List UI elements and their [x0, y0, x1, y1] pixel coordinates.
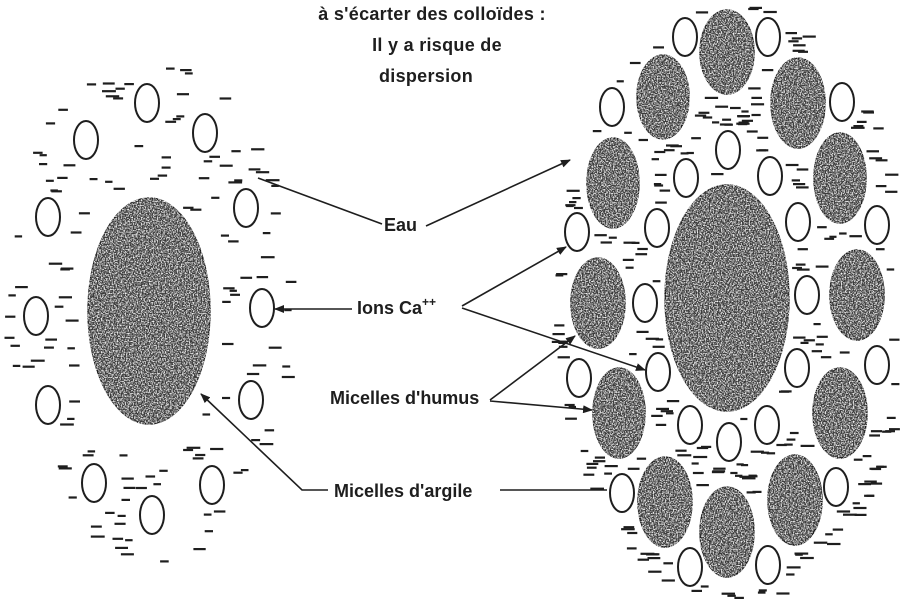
calcium-ion [36, 198, 60, 236]
calcium-ion [234, 189, 258, 227]
calcium-ion [755, 406, 779, 444]
leader-arrow-humus-upper [490, 336, 575, 400]
humus-micelle [830, 250, 884, 340]
leader-arrow-water-right [426, 160, 570, 226]
header-line-2: Il y a risque de [372, 35, 502, 55]
humus-micelle [571, 258, 625, 348]
calcium-ion [250, 289, 274, 327]
calcium-ion [795, 276, 819, 314]
calcium-ion [600, 88, 624, 126]
calcium-ion [756, 18, 780, 56]
humus-micelle [593, 368, 645, 458]
calcium-ion [239, 381, 263, 419]
calcium-ion [200, 466, 224, 504]
calcium-ion [865, 206, 889, 244]
calcium-ion [565, 213, 589, 251]
calcium-ion [678, 548, 702, 586]
calcium-ion [82, 464, 106, 502]
calcium-ion [673, 18, 697, 56]
calcium-ion [135, 84, 159, 122]
clay-micelle [665, 185, 789, 411]
calcium-ion [786, 203, 810, 241]
leader-line-water-left [258, 178, 382, 224]
labels: Eau Ions Ca++ Micelles d'humus Micelles … [330, 215, 479, 501]
calcium-ion [678, 406, 702, 444]
calcium-ion [645, 209, 669, 247]
label-calcium-charge: ++ [422, 295, 436, 309]
header-text: à s'écarter des colloïdes : Il y a risqu… [318, 4, 545, 86]
label-calcium-ions: Ions Ca++ [357, 295, 436, 318]
leader-arrow-ions-right-upper [462, 247, 566, 306]
calcium-ion [140, 496, 164, 534]
label-clay-micelles: Micelles d'argile [334, 481, 472, 501]
calcium-ion [610, 474, 634, 512]
humus-micelle [700, 487, 754, 577]
calcium-ion [785, 349, 809, 387]
calcium-ion [830, 83, 854, 121]
calcium-ion [36, 386, 60, 424]
calcium-ion [717, 423, 741, 461]
calcium-ion [74, 121, 98, 159]
calcium-ion [824, 468, 848, 506]
label-water: Eau [384, 215, 417, 235]
calcium-ion [674, 159, 698, 197]
clay-micelle [88, 198, 210, 424]
humus-micelle [637, 55, 689, 139]
humus-micelle [768, 455, 822, 545]
calcium-ion [24, 297, 48, 335]
humus-micelle [771, 58, 825, 148]
calcium-ion [865, 346, 889, 384]
label-humus-micelles: Micelles d'humus [330, 388, 479, 408]
calcium-ion [716, 131, 740, 169]
header-line-1: à s'écarter des colloïdes : [318, 4, 545, 24]
humus-micelle [587, 138, 639, 228]
header-line-3: dispersion [379, 66, 473, 86]
calcium-ion [756, 546, 780, 584]
calcium-ion [646, 353, 670, 391]
label-calcium-ions-text: Ions Ca [357, 298, 423, 318]
humus-micelle [638, 457, 692, 547]
calcium-ion [758, 157, 782, 195]
humus-micelle [814, 133, 866, 223]
humus-micelle [813, 368, 867, 458]
calcium-ion [633, 284, 657, 322]
calcium-ion [193, 114, 217, 152]
leader-arrow-humus-lower [490, 401, 592, 410]
calcium-ion [567, 359, 591, 397]
humus-micelle [700, 10, 754, 94]
